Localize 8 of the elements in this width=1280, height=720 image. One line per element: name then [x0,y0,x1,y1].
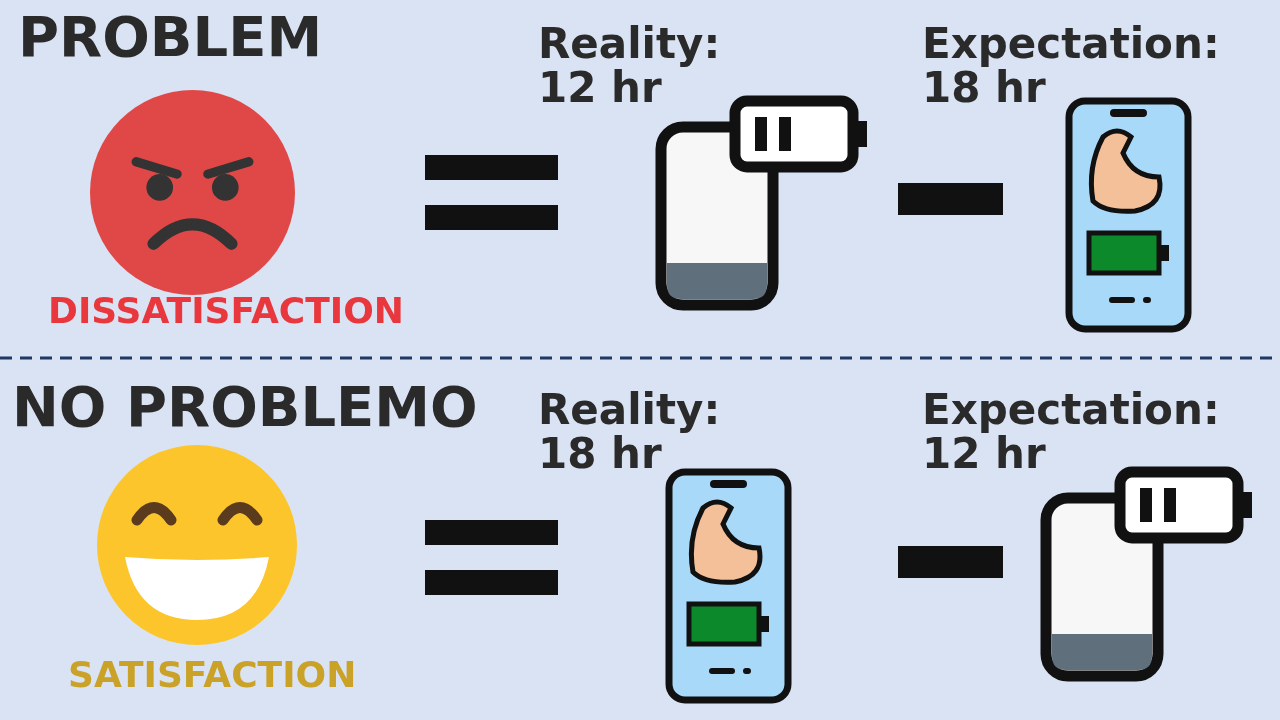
expectation-label: Expectation: 12 hr [922,388,1221,477]
reality-label: Reality: 12 hr [538,22,722,111]
expectation-label: Expectation: 18 hr [922,22,1221,111]
mood-caption: SATISFACTION [68,656,358,694]
heading: NO PROBLEMO [12,378,479,437]
reality-label: Reality: 18 hr [538,388,722,477]
mood-caption: DISSATISFACTION [48,292,405,330]
heading: PROBLEM [18,8,324,67]
